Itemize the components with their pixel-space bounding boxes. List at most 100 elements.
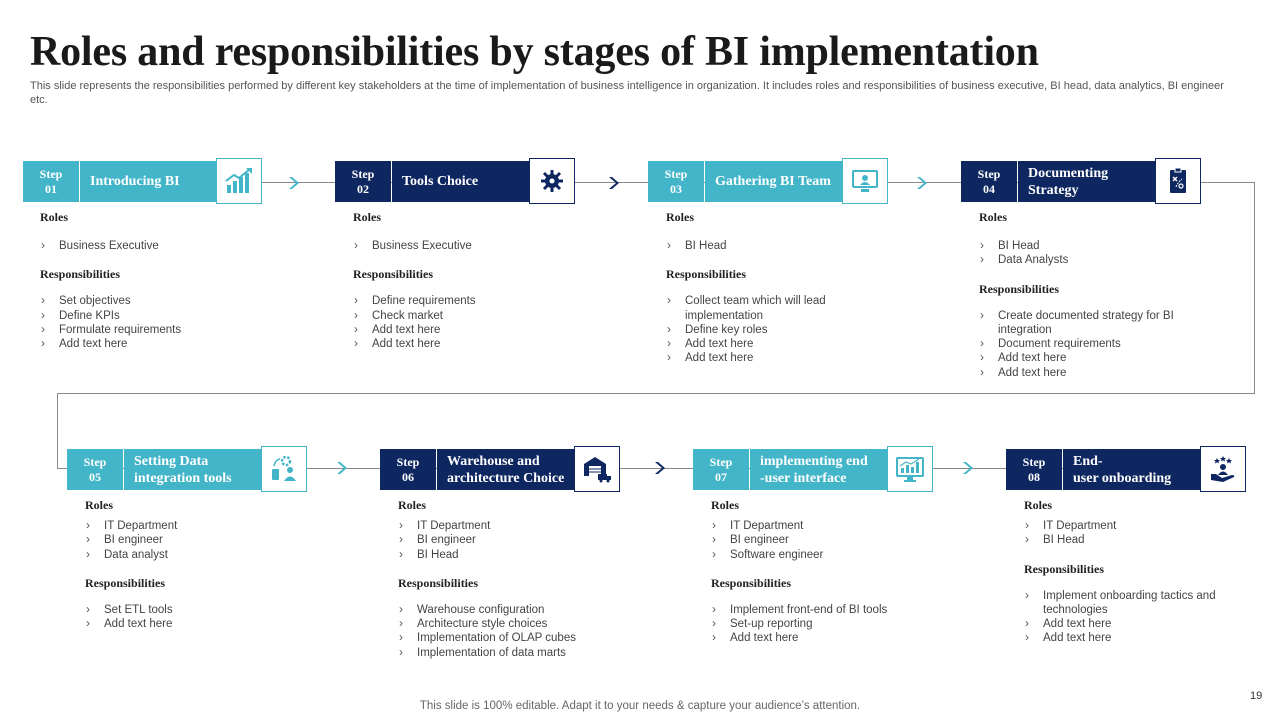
step-title: Introducing BI	[80, 161, 220, 202]
roles-heading: Roles	[666, 210, 694, 224]
growth-chart-icon	[216, 158, 262, 204]
responsibilities-list: Implement front-end of BI toolsSet-up re…	[711, 602, 971, 646]
step-title: Gathering BI Team	[705, 161, 845, 202]
step-details-05: Roles IT DepartmentBI engineerData analy…	[85, 498, 345, 645]
responsibilities-list: Set ETL toolsAdd text here	[85, 602, 345, 632]
responsibilities-list: Warehouse configurationArchitecture styl…	[398, 602, 658, 660]
step-number: Step 06	[380, 449, 436, 490]
roles-heading: Roles	[85, 498, 113, 512]
responsibilities-list: Define requirementsCheck marketAdd text …	[353, 293, 613, 351]
step-header-08: Step 08 End- user onboarding	[1006, 449, 1203, 490]
list-item: IT Department	[398, 518, 658, 533]
step-number: Step 01	[23, 161, 79, 202]
step-number: Step 02	[335, 161, 391, 202]
list-item: BI Head	[1024, 532, 1239, 547]
list-item: Add text here	[666, 350, 866, 365]
roles-heading: Roles	[398, 498, 426, 512]
connector-middle	[57, 393, 1255, 394]
monitor-team-icon	[842, 158, 888, 204]
connector-row1-end	[1200, 182, 1255, 183]
step-header-07: Step 07 implementing end -user interface	[693, 449, 890, 490]
step-details-06: Roles IT DepartmentBI engineerBI Head Re…	[398, 498, 658, 674]
list-item: Collect team which will lead implementat…	[666, 293, 866, 323]
list-item: BI engineer	[711, 532, 971, 547]
connector-left-vertical	[57, 393, 58, 468]
list-item: Data analyst	[85, 547, 345, 562]
roles-list: IT DepartmentBI Head	[1024, 518, 1239, 548]
list-item: Document requirements	[979, 336, 1209, 351]
list-item: IT Department	[1024, 518, 1239, 533]
responsibilities-list: Create documented strategy for BI integr…	[979, 308, 1209, 380]
step-details-04: Roles BI HeadData Analysts Responsibilit…	[979, 210, 1209, 394]
step-title: Setting Data integration tools	[124, 449, 264, 490]
list-item: Define requirements	[353, 293, 613, 308]
list-item: Implement onboarding tactics and technol…	[1024, 588, 1239, 618]
list-item: Define key roles	[666, 322, 866, 337]
connector-row2	[57, 468, 1237, 469]
responsibilities-heading: Responsibilities	[1024, 561, 1105, 576]
list-item: Check market	[353, 308, 613, 323]
list-item: Data Analysts	[979, 252, 1209, 267]
step-header-01: Step 01 Introducing BI	[23, 161, 220, 202]
roles-heading: Roles	[40, 210, 68, 224]
step-title: End- user onboarding	[1063, 449, 1203, 490]
dashboard-monitor-icon	[887, 446, 933, 492]
warehouse-icon	[574, 446, 620, 492]
step-title: Tools Choice	[392, 161, 532, 202]
list-item: Architecture style choices	[398, 616, 658, 631]
roles-list: BI Head	[666, 238, 866, 253]
list-item: Add text here	[40, 336, 300, 351]
list-item: BI engineer	[85, 532, 345, 547]
list-item: Add text here	[353, 322, 613, 337]
step-title: implementing end -user interface	[750, 449, 890, 490]
list-item: BI Head	[398, 547, 658, 562]
step-number: Step 08	[1006, 449, 1062, 490]
hand-user-onboarding-icon	[1200, 446, 1246, 492]
page-number: 19	[1250, 690, 1263, 702]
roles-list: Business Executive	[353, 238, 613, 253]
list-item: Set objectives	[40, 293, 300, 308]
page-subtitle: This slide represents the responsibiliti…	[30, 80, 1224, 106]
step-details-02: Roles Business Executive Responsibilitie…	[353, 210, 613, 365]
step-title: Documenting Strategy	[1018, 161, 1158, 202]
list-item: Add text here	[1024, 630, 1239, 645]
step-number: Step 07	[693, 449, 749, 490]
responsibilities-list: Set objectivesDefine KPIsFormulate requi…	[40, 293, 300, 351]
roles-list: Business Executive	[40, 238, 300, 253]
responsibilities-heading: Responsibilities	[979, 281, 1060, 296]
list-item: Define KPIs	[40, 308, 300, 323]
list-item: Implementation of OLAP cubes	[398, 630, 658, 645]
gear-tools-icon	[529, 158, 575, 204]
step-number: Step 05	[67, 449, 123, 490]
clipboard-strategy-icon	[1155, 158, 1201, 204]
arrow-right-icon	[337, 462, 347, 474]
list-item: Set ETL tools	[85, 602, 345, 617]
step-header-03: Step 03 Gathering BI Team	[648, 161, 845, 202]
list-item: Add text here	[711, 630, 971, 645]
list-item: Create documented strategy for BI integr…	[979, 308, 1209, 338]
responsibilities-list: Collect team which will lead implementat…	[666, 293, 866, 365]
roles-list: BI HeadData Analysts	[979, 238, 1209, 268]
roles-heading: Roles	[1024, 498, 1052, 512]
connector-right-vertical	[1254, 182, 1255, 394]
list-item: BI engineer	[398, 532, 658, 547]
step-header-02: Step 02 Tools Choice	[335, 161, 532, 202]
page-title: Roles and responsibilities by stages of …	[30, 29, 1039, 75]
step-details-03: Roles BI Head Responsibilities Collect t…	[666, 210, 866, 380]
arrow-right-icon	[963, 462, 973, 474]
list-item: Business Executive	[40, 238, 300, 253]
responsibilities-heading: Responsibilities	[666, 267, 747, 282]
step-title: Warehouse and architecture Choice	[437, 449, 577, 490]
arrow-right-icon	[289, 177, 299, 189]
roles-heading: Roles	[979, 210, 1007, 224]
roles-heading: Roles	[353, 210, 381, 224]
list-item: BI Head	[979, 238, 1209, 253]
responsibilities-heading: Responsibilities	[398, 575, 479, 590]
arrow-right-icon	[655, 462, 665, 474]
integration-tools-icon	[261, 446, 307, 492]
list-item: Add text here	[979, 350, 1209, 365]
responsibilities-list: Implement onboarding tactics and technol…	[1024, 588, 1239, 646]
responsibilities-heading: Responsibilities	[353, 267, 434, 282]
responsibilities-heading: Responsibilities	[711, 575, 792, 590]
arrow-right-icon	[917, 177, 927, 189]
